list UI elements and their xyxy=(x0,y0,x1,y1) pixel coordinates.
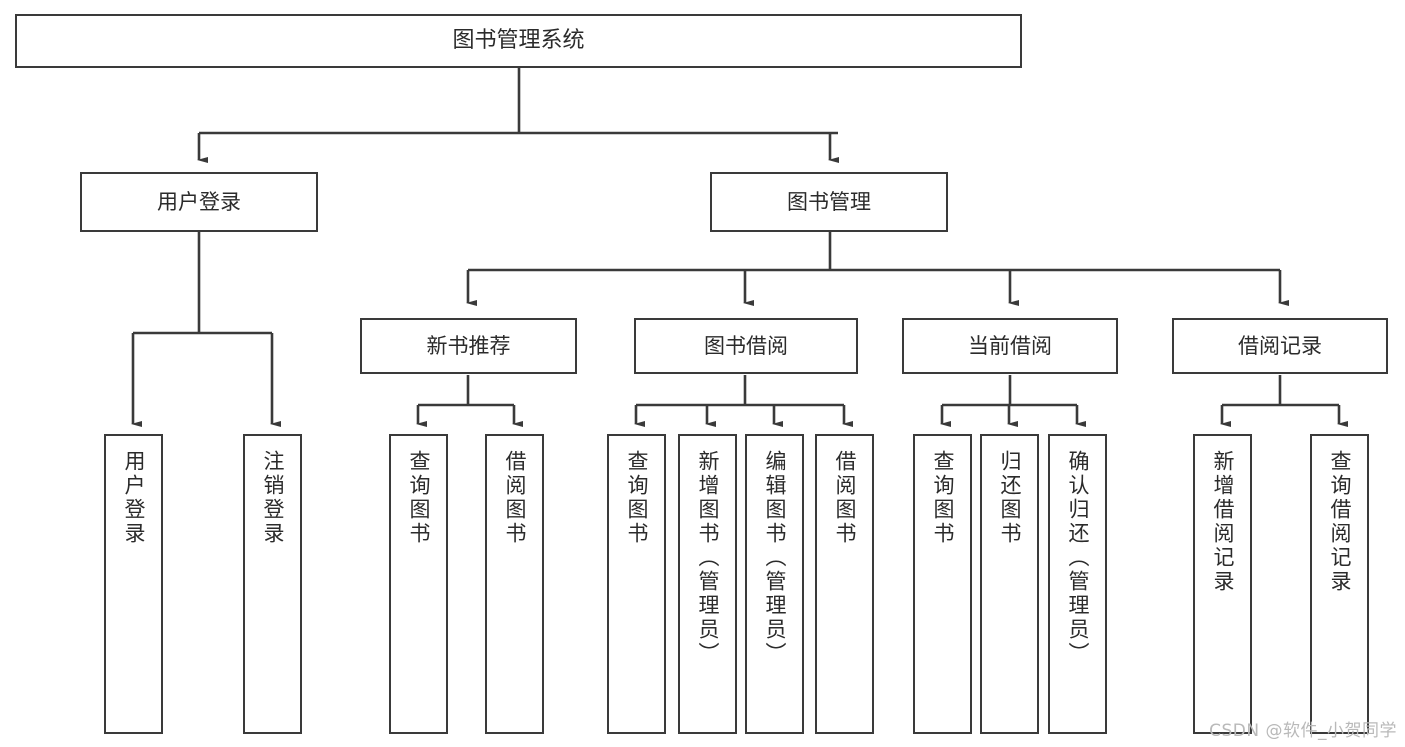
node-leaf-query-book-2[interactable]: 查询图书 xyxy=(607,434,666,734)
node-root-label: 图书管理系统 xyxy=(452,28,585,54)
node-leaf-confirm-return-label: 确认归还（管理员） xyxy=(1066,450,1090,666)
node-leaf-query-record-label: 查询借阅记录 xyxy=(1328,450,1352,594)
node-root[interactable]: 图书管理系统 xyxy=(15,14,1022,68)
node-borrow-record[interactable]: 借阅记录 xyxy=(1172,318,1388,374)
node-leaf-borrow-book-2-label: 借阅图书 xyxy=(833,450,857,546)
node-leaf-query-book-3[interactable]: 查询图书 xyxy=(913,434,972,734)
node-book-manage[interactable]: 图书管理 xyxy=(710,172,948,232)
node-leaf-add-record-label: 新增借阅记录 xyxy=(1211,450,1235,594)
node-leaf-query-book-1-label: 查询图书 xyxy=(407,450,431,546)
node-book-borrow-label: 图书借阅 xyxy=(704,333,788,358)
node-leaf-add-book-label: 新增图书（管理员） xyxy=(696,450,720,666)
node-new-book-recommend[interactable]: 新书推荐 xyxy=(360,318,577,374)
node-leaf-borrow-book-2[interactable]: 借阅图书 xyxy=(815,434,874,734)
node-leaf-borrow-book-1-label: 借阅图书 xyxy=(503,450,527,546)
node-leaf-confirm-return[interactable]: 确认归还（管理员） xyxy=(1048,434,1107,734)
node-leaf-user-login[interactable]: 用户登录 xyxy=(104,434,163,734)
node-leaf-query-book-2-label: 查询图书 xyxy=(625,450,649,546)
node-user-login-label: 用户登录 xyxy=(157,189,241,214)
node-leaf-logout-label: 注销登录 xyxy=(261,450,285,546)
node-book-borrow[interactable]: 图书借阅 xyxy=(634,318,858,374)
node-leaf-query-book-3-label: 查询图书 xyxy=(931,450,955,546)
node-current-borrow-label: 当前借阅 xyxy=(968,333,1052,358)
node-leaf-edit-book-label: 编辑图书（管理员） xyxy=(763,450,787,666)
node-leaf-return-book[interactable]: 归还图书 xyxy=(980,434,1039,734)
node-leaf-edit-book[interactable]: 编辑图书（管理员） xyxy=(745,434,804,734)
node-borrow-record-label: 借阅记录 xyxy=(1238,333,1322,358)
node-leaf-return-book-label: 归还图书 xyxy=(998,450,1022,546)
node-leaf-add-record[interactable]: 新增借阅记录 xyxy=(1193,434,1252,734)
node-leaf-query-book-1[interactable]: 查询图书 xyxy=(389,434,448,734)
node-current-borrow[interactable]: 当前借阅 xyxy=(902,318,1118,374)
watermark: CSDN @软件_小贺同学 xyxy=(1209,721,1397,741)
node-leaf-logout[interactable]: 注销登录 xyxy=(243,434,302,734)
node-new-book-recommend-label: 新书推荐 xyxy=(426,333,511,358)
node-user-login[interactable]: 用户登录 xyxy=(80,172,318,232)
node-leaf-borrow-book-1[interactable]: 借阅图书 xyxy=(485,434,544,734)
node-leaf-user-login-label: 用户登录 xyxy=(122,450,146,546)
node-leaf-add-book[interactable]: 新增图书（管理员） xyxy=(678,434,737,734)
node-book-manage-label: 图书管理 xyxy=(787,189,871,214)
node-leaf-query-record[interactable]: 查询借阅记录 xyxy=(1310,434,1369,734)
